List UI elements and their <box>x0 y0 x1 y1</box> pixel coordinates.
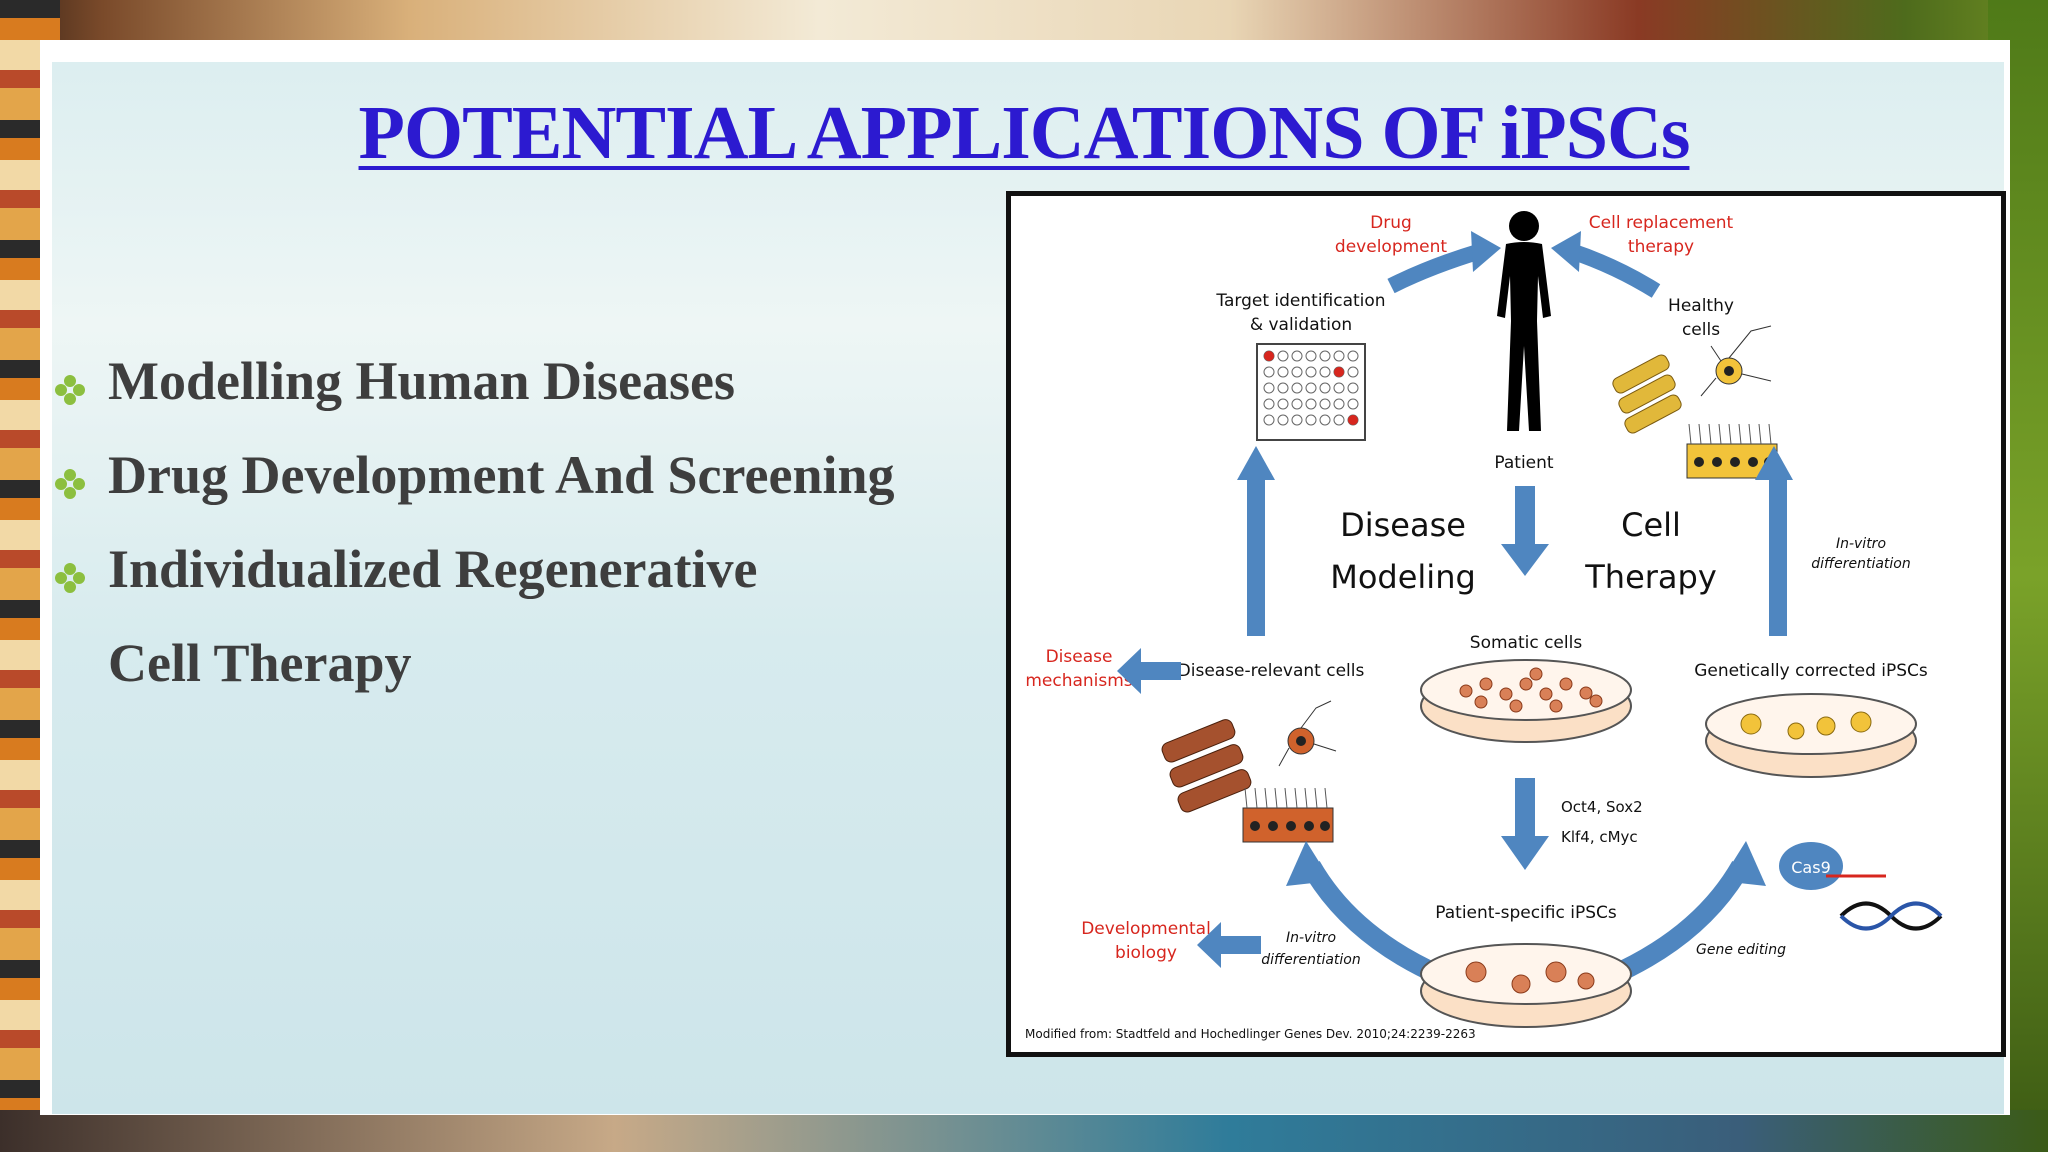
in-vitro-right-label-1: In-vitro <box>1836 536 1886 552</box>
bullet-item: Individualized Regenerative <box>52 538 1012 632</box>
arrow-ipscs-to-disease-cells <box>1302 860 1446 986</box>
factors-label-2: Klf4, cMyc <box>1561 828 1638 846</box>
disease-mechanisms-label-2: mechanisms <box>1025 671 1132 691</box>
arrow-somatic-to-ipscs <box>1515 778 1535 838</box>
target-identification-label-1: Target identification <box>1215 291 1385 311</box>
in-vitro-right-label-2: differentiation <box>1811 556 1911 572</box>
arrow-disease-cells-to-target <box>1247 476 1265 636</box>
arrow-to-developmental-biology <box>1221 936 1261 954</box>
disease-relevant-cells-label: Disease-relevant cells <box>1178 661 1365 681</box>
arrow-head-left-devbio <box>1197 922 1221 968</box>
citation-text: Modified from: Stadtfeld and Hochedlinge… <box>1025 1027 1476 1041</box>
background-bottom-edge <box>0 1110 2048 1152</box>
arrow-head-curve-left <box>1286 841 1331 886</box>
arrow-ipscs-to-corrected <box>1606 860 1750 986</box>
somatic-cells-label: Somatic cells <box>1470 633 1583 653</box>
arrow-head-curve-right <box>1721 841 1766 886</box>
developmental-biology-label-1: Developmental <box>1081 919 1211 939</box>
diamond-bullet-icon <box>55 469 85 499</box>
cell-therapy-label-1: Cell <box>1621 506 1681 544</box>
arrow-corrected-to-healthy <box>1769 476 1787 636</box>
arrow-head-up-right <box>1755 446 1793 480</box>
developmental-biology-label-2: biology <box>1115 943 1177 963</box>
patient-label: Patient <box>1494 453 1554 473</box>
bullet-continuation: Cell Therapy <box>52 632 1012 726</box>
genetically-corrected-label: Genetically corrected iPSCs <box>1694 661 1928 681</box>
bullet-text: Cell Therapy <box>108 633 412 693</box>
in-vitro-left-label-2: differentiation <box>1261 952 1361 968</box>
healthy-cells-icon <box>1612 325 1778 479</box>
bullet-text: Individualized Regenerative <box>108 539 758 599</box>
target-identification-label-2: & validation <box>1250 315 1352 335</box>
somatic-cells-dish-icon <box>1420 659 1632 743</box>
arrow-head-down-2 <box>1501 836 1549 870</box>
drug-development-label-2: development <box>1335 237 1447 257</box>
cell-therapy-label-2: Therapy <box>1584 558 1717 596</box>
arrow-head-down-1 <box>1501 544 1549 576</box>
slide-title: POTENTIAL APPLICATIONS OF iPSCs <box>358 91 1691 175</box>
disease-mechanisms-label-1: Disease <box>1046 647 1113 667</box>
gene-editing-label: Gene editing <box>1696 942 1786 958</box>
diamond-bullet-icon <box>55 375 85 405</box>
bullet-item: Drug Development And Screening <box>52 444 1012 538</box>
disease-cells-icon <box>1161 700 1337 843</box>
factors-label-1: Oct4, Sox2 <box>1561 798 1643 816</box>
patient-specific-label: Patient-specific iPSCs <box>1435 903 1617 923</box>
arrow-head-left-mechanisms <box>1117 648 1141 694</box>
patient-silhouette-icon <box>1497 211 1551 431</box>
in-vitro-left-label-1: In-vitro <box>1286 930 1336 946</box>
patient-ipscs-dish-icon <box>1420 943 1632 1028</box>
drug-development-label-1: Drug <box>1370 213 1412 233</box>
healthy-cells-label-2: cells <box>1682 320 1720 340</box>
cas9-dna-icon: Cas9 <box>1779 842 1943 931</box>
bullet-text: Drug Development And Screening <box>108 445 895 505</box>
disease-modeling-label-2: Modeling <box>1330 558 1476 596</box>
arrow-head-up-left <box>1237 446 1275 480</box>
arrow-head-right <box>1551 231 1581 272</box>
disease-modeling-label-1: Disease <box>1340 506 1466 544</box>
healthy-cells-label-1: Healthy <box>1668 296 1734 316</box>
arrow-patient-to-somatic <box>1515 486 1535 546</box>
arrow-to-patient-right <box>1568 243 1661 298</box>
ipsc-applications-diagram: Patient Drug development Cell replacemen… <box>1006 191 2006 1057</box>
cell-replacement-label-2: therapy <box>1628 237 1694 257</box>
bullet-text: Modelling Human Diseases <box>108 351 736 411</box>
cas9-label: Cas9 <box>1791 858 1831 877</box>
arrow-to-patient-left <box>1387 243 1484 294</box>
arrow-head-left <box>1471 231 1501 272</box>
arrow-to-disease-mechanisms <box>1141 662 1181 680</box>
diamond-bullet-icon <box>55 563 85 593</box>
diagram-canvas: Patient Drug development Cell replacemen… <box>1025 211 1943 1041</box>
corrected-ipscs-dish-icon <box>1705 693 1917 778</box>
well-plate-icon <box>1256 343 1366 441</box>
bullet-list: Modelling Human Diseases Drug Developmen… <box>52 350 1012 726</box>
cell-replacement-label-1: Cell replacement <box>1589 213 1734 233</box>
bullet-item: Modelling Human Diseases <box>52 350 1012 444</box>
